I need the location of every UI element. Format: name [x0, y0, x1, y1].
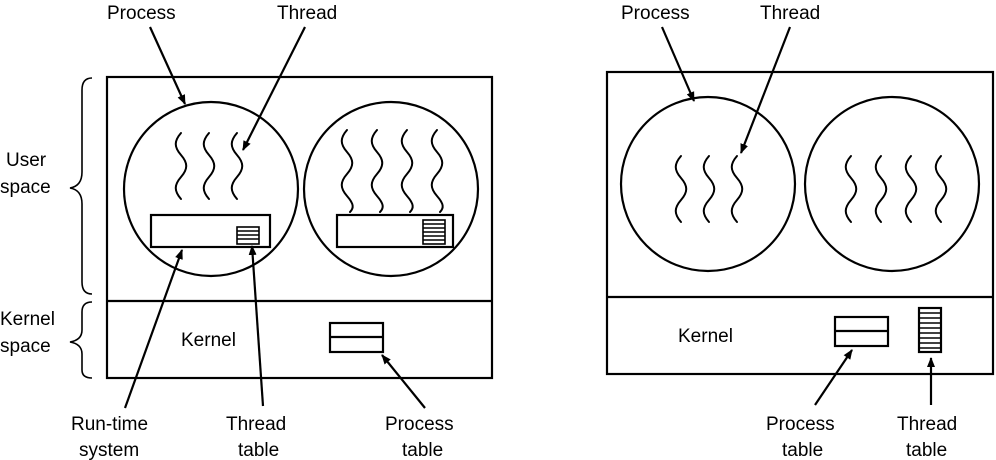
- left-process-circle-1: [122, 100, 300, 278]
- runtime-system-arrow: [123, 249, 184, 409]
- user-space-brace: [69, 77, 93, 295]
- kernel-space-label-line1: Kernel: [0, 309, 55, 330]
- right-thread-table-label-line2: table: [906, 440, 947, 460]
- thread-wave: [934, 155, 948, 223]
- thread-wave: [430, 129, 444, 213]
- right-thread-label: Thread: [760, 3, 820, 24]
- right-process-arrow: [660, 26, 696, 102]
- right-process-table-arrow: [814, 349, 853, 406]
- right-process-table-label-line1: Process: [766, 414, 835, 435]
- left-panel: Process Thread User space Kernel space: [0, 3, 494, 460]
- user-space-label-line2: space: [0, 177, 51, 198]
- right-thread-table: [917, 306, 943, 354]
- left-kernel-label: Kernel: [181, 330, 236, 351]
- right-kernel-label: Kernel: [678, 326, 733, 347]
- thread-wave: [874, 155, 888, 223]
- left-thread-table-label-line2: table: [238, 440, 279, 460]
- left-process-table-label-line2: table: [402, 440, 443, 460]
- right-thread-table-label-line1: Thread: [897, 414, 957, 435]
- kernel-space-label-line2: space: [0, 336, 51, 357]
- left-thread-table-label-line1: Thread: [226, 414, 286, 435]
- thread-wave: [844, 155, 858, 223]
- right-process-label: Process: [621, 3, 690, 24]
- thread-wave: [702, 155, 716, 223]
- thread-wave: [904, 155, 918, 223]
- thread-wave: [202, 132, 216, 200]
- right-process-table-label-line2: table: [782, 440, 823, 460]
- right-panel: Process Thread Kernel Pro: [605, 3, 995, 460]
- left-thread-label: Thread: [277, 3, 337, 24]
- user-space-label-line1: User: [6, 150, 47, 171]
- runtime-system-label-line2: system: [79, 440, 139, 460]
- runtime-system-box-2: [335, 213, 455, 249]
- thread-wave: [340, 129, 354, 213]
- left-process-table-arrow: [381, 354, 426, 409]
- right-process-circle-1: [619, 95, 797, 273]
- runtime-system-box-1: [149, 213, 272, 249]
- thread-wave: [230, 132, 244, 200]
- thread-wave: [674, 155, 688, 223]
- left-process-circle-2: [302, 100, 480, 278]
- left-thread-table-arrow: [248, 245, 265, 407]
- left-process-label: Process: [107, 3, 176, 24]
- left-system-box: [105, 75, 494, 380]
- thread-wave: [174, 132, 188, 200]
- left-thread-arrow: [242, 26, 306, 151]
- thread-wave: [370, 129, 384, 213]
- left-process-table-label-line1: Process: [385, 414, 454, 435]
- thread-wave: [400, 129, 414, 213]
- runtime-system-label-line1: Run-time: [71, 414, 148, 435]
- right-process-circle-2: [803, 95, 981, 273]
- right-thread-arrow: [739, 26, 792, 154]
- kernel-space-brace: [69, 301, 93, 379]
- right-system-box: [605, 70, 995, 376]
- thread-wave: [730, 155, 744, 223]
- left-process-arrow: [148, 26, 187, 105]
